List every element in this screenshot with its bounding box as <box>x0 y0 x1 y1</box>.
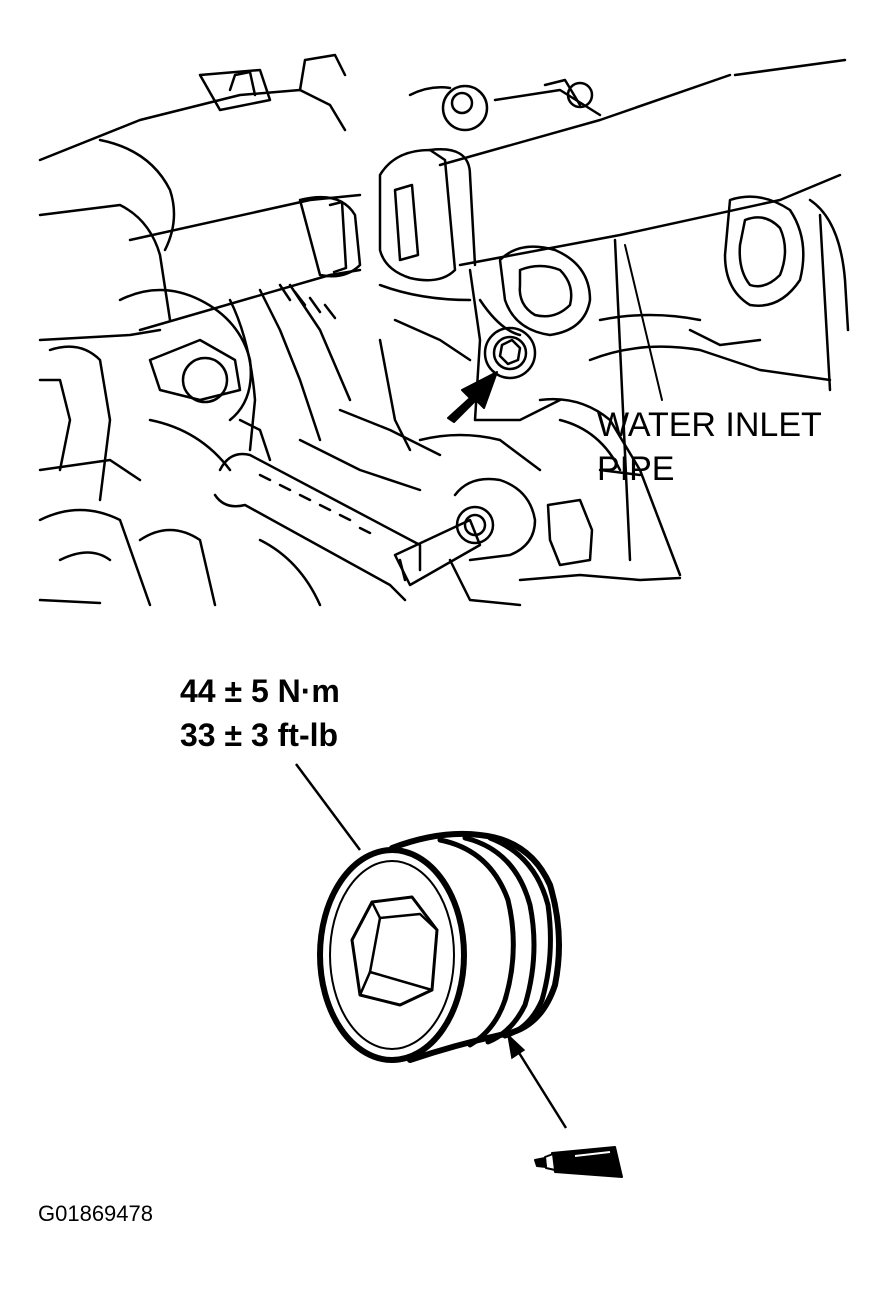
sealant-tube-icon <box>534 1146 623 1178</box>
water-inlet-label-line2: PIPE <box>597 450 674 488</box>
torque-leader-line <box>294 763 362 851</box>
torque-metric-label: 44 ± 5 N·m <box>180 673 340 709</box>
engine-illustration <box>38 53 850 607</box>
torque-imperial-label: 33 ± 3 ft-lb <box>180 717 338 753</box>
hex-socket-plug-icon <box>317 830 562 1063</box>
water-inlet-label-line1: WATER INLET <box>597 406 822 444</box>
sealant-leader-arrow <box>506 1032 568 1129</box>
figure-code: G01869478 <box>38 1201 153 1226</box>
arrow-icon <box>447 371 498 423</box>
